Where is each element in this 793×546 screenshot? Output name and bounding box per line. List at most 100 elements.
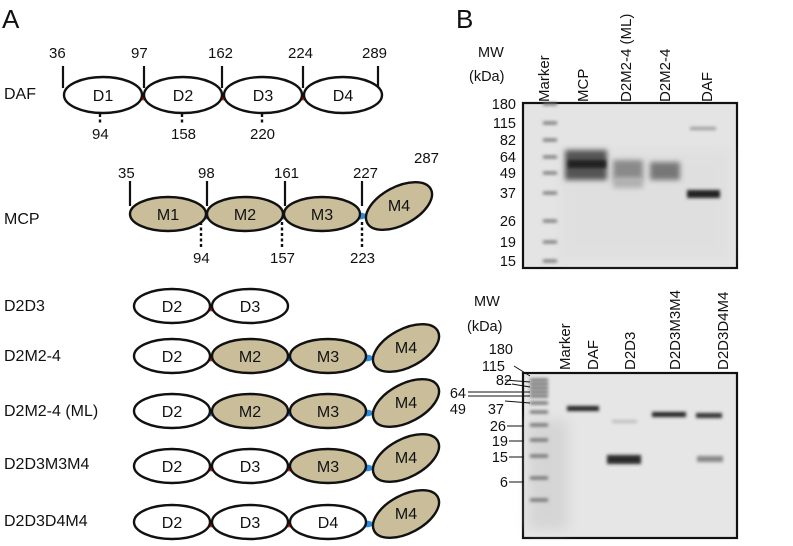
lane-label: DAF [699,72,716,102]
ladder-band [530,390,548,394]
ladder-band [530,401,548,405]
protein-band [567,406,599,411]
mw-marker-label: 15 [492,450,508,466]
ladder-band [543,138,557,142]
ladder-band [543,259,557,263]
domain-label: M2 [239,349,261,366]
residue-number: 220 [250,126,275,143]
ladder-band [543,219,557,223]
construct-label: D2D3 [4,298,45,315]
ladder-band [530,454,548,458]
ladder-band [543,155,557,159]
mw-marker-label: 19 [492,434,508,450]
residue-number: 161 [274,165,299,182]
domain-m3 [282,195,362,233]
mw-marker-label: 115 [482,359,505,375]
mw-marker-label: 64 [500,150,516,166]
residue-number: 94 [193,250,210,267]
domain-m2 [210,337,290,375]
lane-label: MCP [575,69,592,102]
residue-number: 157 [270,250,295,267]
domain-m4 [371,322,441,374]
protein-band [568,160,606,168]
residue-number: 223 [350,250,375,267]
ladder-band [543,240,557,244]
mw-title: MW [474,294,500,310]
protein-band [687,190,720,198]
lane-label: D2D3 [622,332,639,370]
domain-label: M3 [317,349,339,366]
ladder-band [530,378,548,382]
domain-label: M3 [317,459,339,476]
domain-m3 [288,337,368,375]
domain-label: M4 [388,198,410,215]
domain-label: D1 [93,88,114,105]
domain-label: D3 [253,88,274,105]
domain-label: M1 [157,207,179,224]
domain-m3 [288,392,368,430]
residue-number: 98 [198,165,215,182]
domain-d1 [62,75,144,115]
ladder-band [543,191,557,195]
domain-d2 [132,503,212,541]
domain-label: D2 [162,515,183,532]
domain-label: D2 [162,459,183,476]
residue-number: 289 [362,45,387,62]
mw-marker-label: 37 [500,186,516,202]
domain-label: M4 [395,450,417,467]
ladder-band [530,476,548,480]
residue-number: 287 [414,150,439,167]
ladder-band [530,423,548,427]
residue-number: 158 [171,126,196,143]
mw-marker-label: 180 [489,342,513,358]
domain-d3 [210,447,290,485]
protein-band [697,456,723,462]
ladder-band [543,102,557,106]
construct-label: D2D3D4M4 [4,513,88,530]
lane-label: D2M2-4 (ML) [618,14,635,102]
domain-label: M3 [311,207,333,224]
mw-marker-label: 15 [500,254,516,270]
domain-d2 [132,337,212,375]
ladder-band [543,121,557,125]
lane-label: DAF [585,340,602,370]
ladder-band [530,410,548,414]
domain-label: D2 [162,299,183,316]
domain-d2 [142,75,224,115]
domain-m4 [371,488,441,540]
construct-label: D2M2-4 (ML) [4,403,98,420]
ladder-band [543,171,557,175]
domain-label: D2 [162,349,183,366]
residue-number: 35 [118,165,135,182]
protein-band [613,160,643,180]
residue-number: 97 [131,45,148,62]
domain-label: M2 [239,404,261,421]
lane-label: D2D3D4M4 [715,292,732,370]
mw-marker-label: 49 [500,166,516,182]
protein-band [690,127,716,130]
ladder-band [530,382,548,386]
marker-ladder [543,102,557,263]
protein-band [652,412,686,417]
domain-d2 [132,287,212,325]
mw-marker-label: 180 [492,97,516,113]
residue-number: 224 [288,45,313,62]
mw-marker-label: 115 [493,116,516,132]
mw-marker-label: 82 [496,373,512,389]
mw-unit: (kDa) [467,319,502,335]
construct-label: D2D3M3M4 [4,456,89,473]
domain-d3 [210,503,290,541]
domain-label: M3 [317,404,339,421]
